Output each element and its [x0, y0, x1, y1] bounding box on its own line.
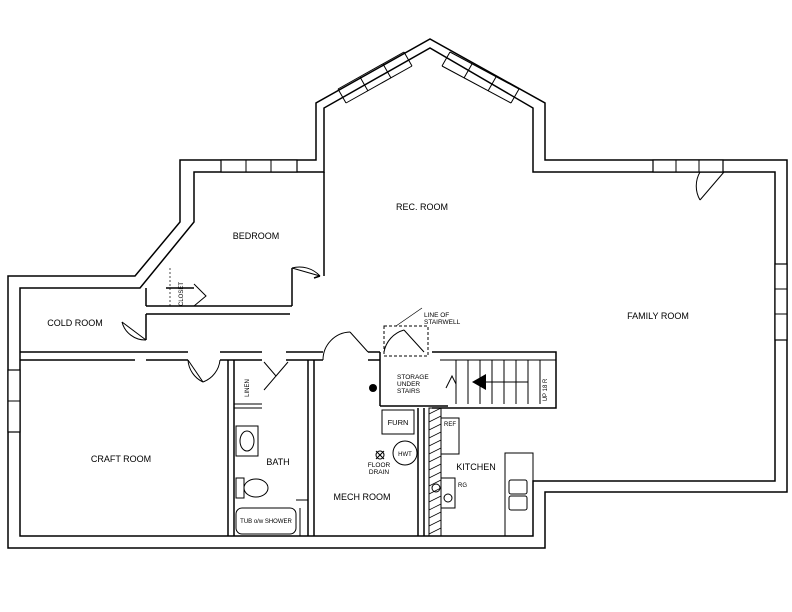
craft-room-label: CRAFT ROOM — [91, 454, 151, 464]
refrigerator-label: REF — [444, 422, 456, 428]
closet-label: CLOSET — [179, 282, 185, 306]
linen-label: LINEN — [245, 379, 251, 397]
floor-drain-label-line2: DRAIN — [369, 469, 390, 476]
floor-drain-label-line1: FLOOR — [368, 462, 391, 469]
furnace-label: FURN — [388, 418, 409, 427]
stairwell-label-line2: STAIRWELL — [424, 319, 461, 326]
stairs — [383, 307, 556, 404]
storage-label-line3: STAIRS — [397, 388, 421, 395]
stairs-up-label: UP 18 R — [543, 378, 549, 401]
kitchen-label: KITCHEN — [456, 462, 496, 472]
annotations: CLOSET LINEN LINE OF STAIRWELL STORAGE U… — [179, 282, 549, 525]
mech-room-label: MECH ROOM — [334, 492, 391, 502]
floor-drain-icon — [375, 450, 385, 460]
storage-label-line2: UNDER — [397, 381, 420, 388]
storage-label-line1: STORAGE — [397, 374, 429, 381]
closet — [166, 268, 194, 306]
stairwell-label-line1: LINE OF — [424, 312, 449, 319]
family-room-label: FAMILY ROOM — [627, 311, 689, 321]
water-heater-label: HWT — [398, 452, 412, 458]
tub-label: TUB o/w SHOWER — [240, 519, 292, 525]
exterior-walls — [7, 38, 788, 549]
windows — [7, 51, 788, 433]
bedroom-label: BEDROOM — [233, 231, 280, 241]
room-labels: REC. ROOM BEDROOM FAMILY ROOM COLD ROOM … — [47, 202, 689, 502]
fixtures — [235, 384, 528, 537]
interior-walls — [20, 172, 557, 537]
doors — [121, 171, 725, 391]
cold-room-label: COLD ROOM — [47, 318, 103, 328]
rec-room-label: REC. ROOM — [396, 202, 448, 212]
bath-label: BATH — [266, 457, 289, 467]
range-label: RG — [458, 483, 467, 489]
